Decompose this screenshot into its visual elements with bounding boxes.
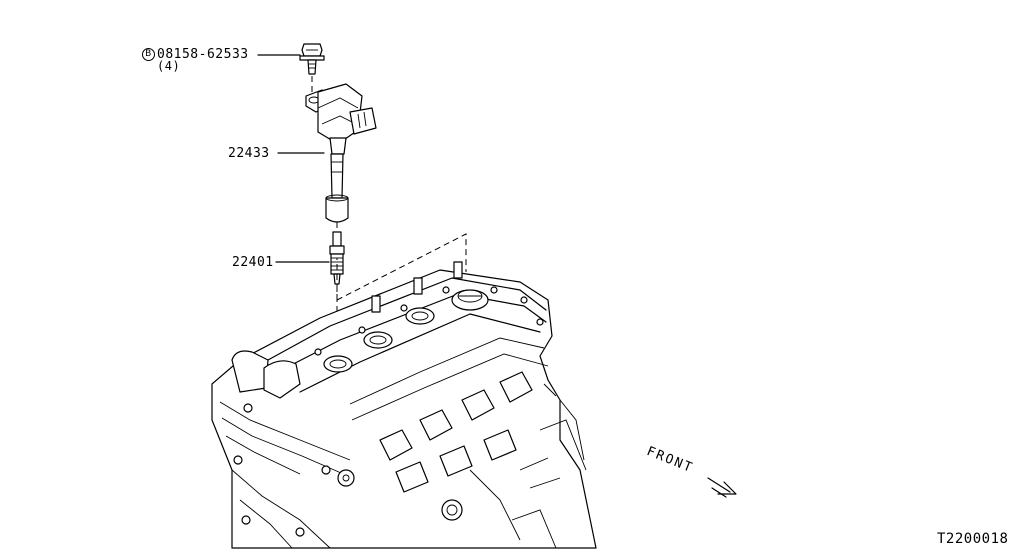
spark-plug-part-number: 22401: [232, 255, 274, 270]
front-arrow-icon: [707, 477, 737, 498]
ignition-coil-part-number: 22433: [228, 146, 270, 161]
bolt-quantity: (4): [157, 59, 181, 73]
diagram-id: T2200018: [937, 531, 1009, 547]
bolt-part-number: B 08158-62533: [142, 48, 249, 61]
bolt-icon: [299, 43, 325, 75]
bolt-symbol-b: B: [142, 48, 155, 61]
engine-cylinder-head-icon: [211, 261, 597, 549]
ignition-coil-icon: [305, 83, 377, 223]
bolt-code-text: 08158-62533: [157, 47, 249, 62]
